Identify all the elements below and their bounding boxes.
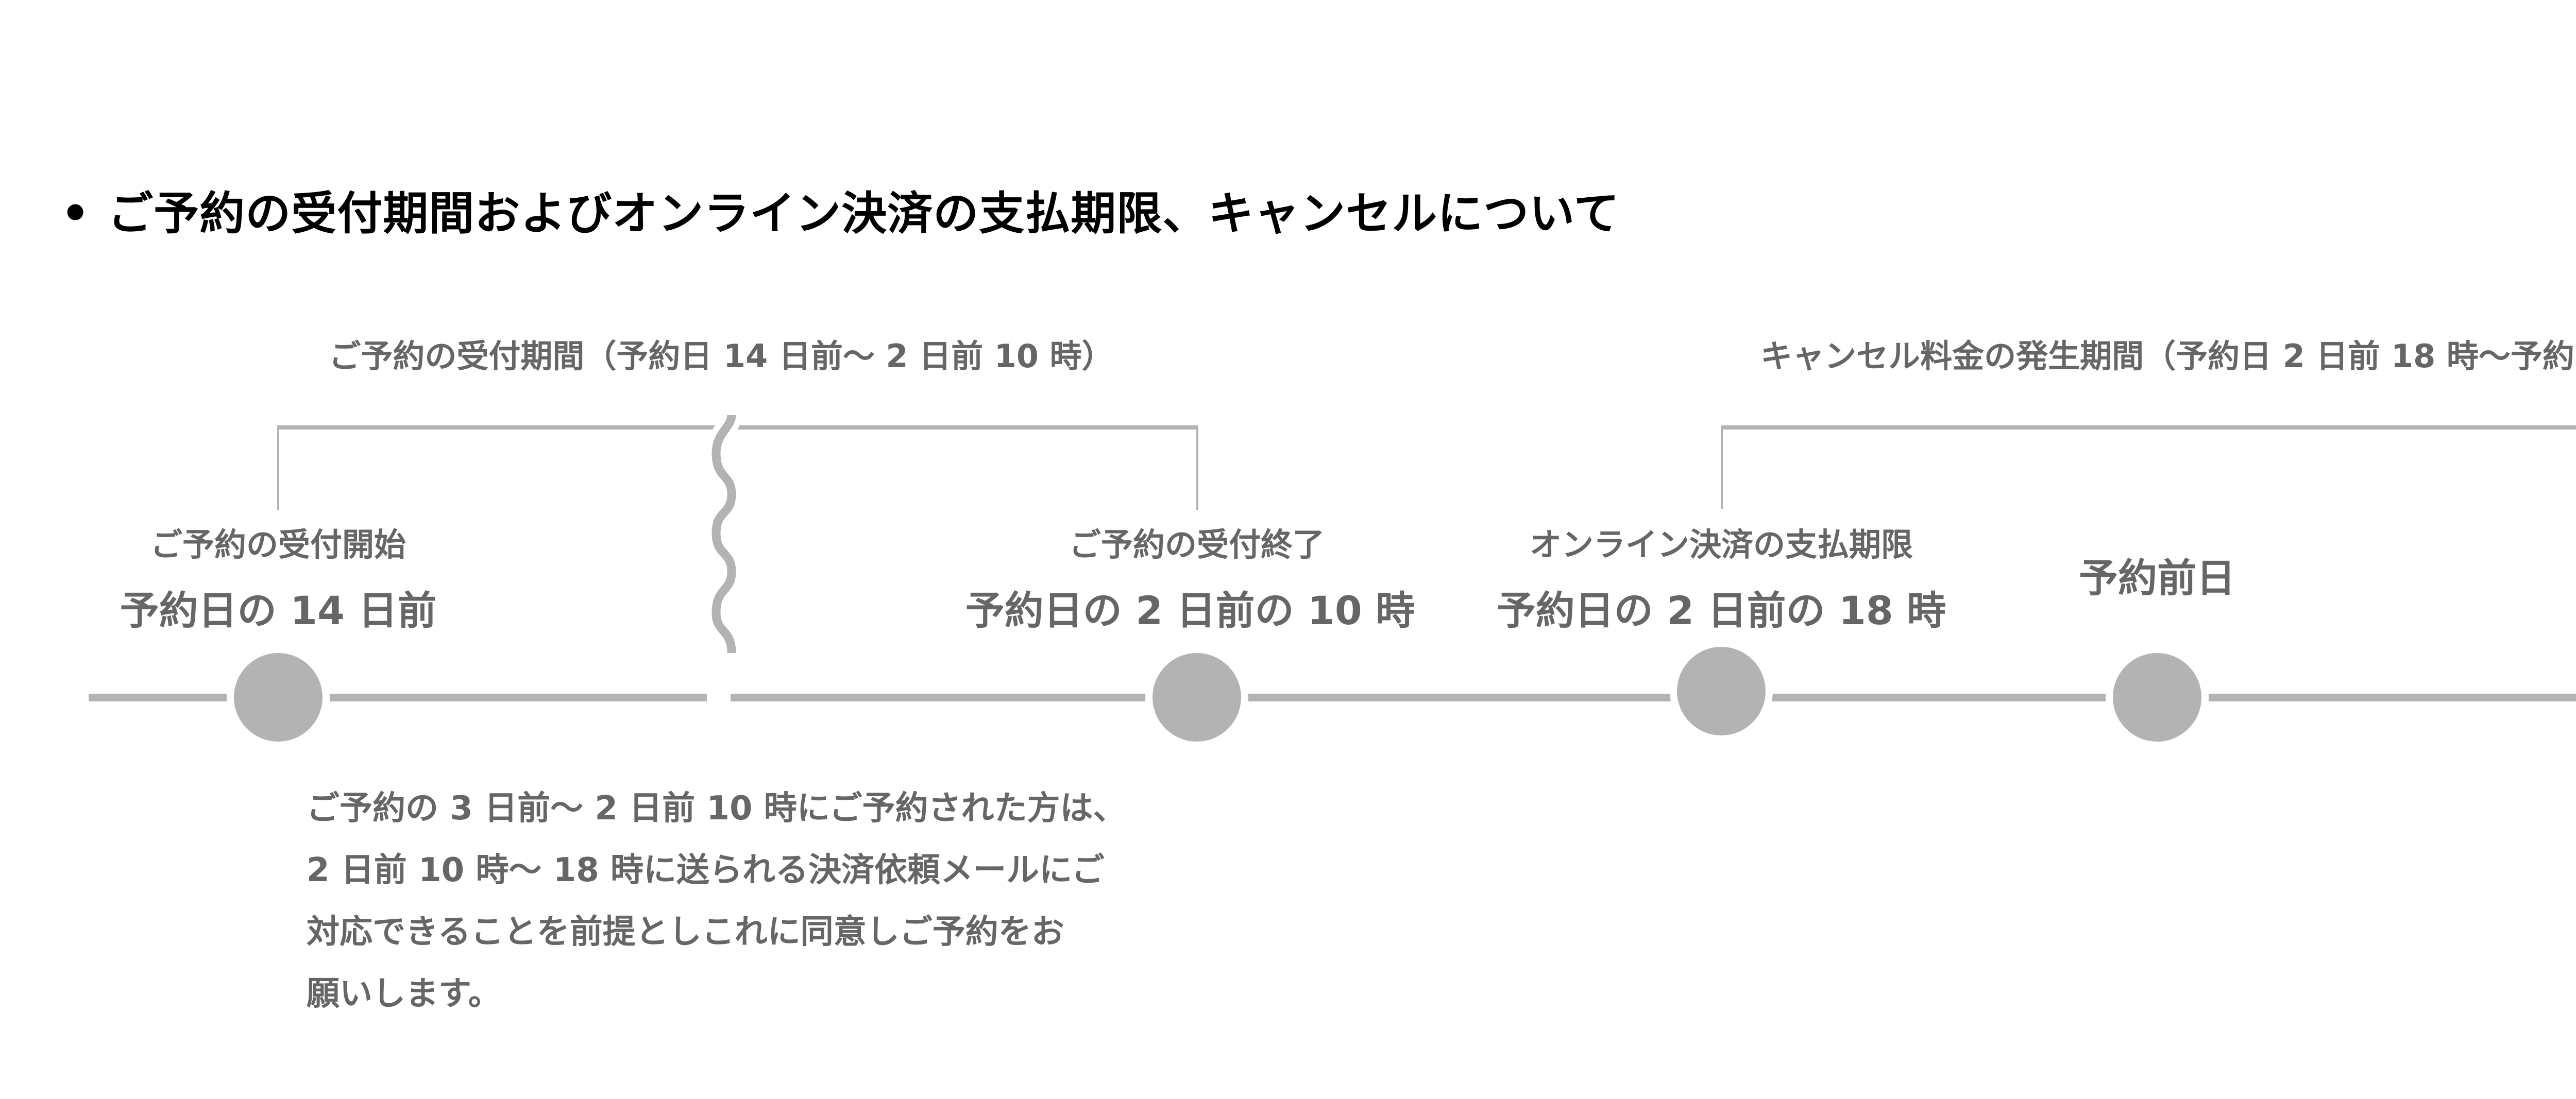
note-line: ご予約の 3 日前〜 2 日前 10 時にご予約された方は、 bbox=[307, 789, 1126, 828]
cancellation-period-bracket bbox=[1721, 425, 2576, 509]
event-dot-reservation-end bbox=[1153, 653, 1241, 742]
event-dot-reservation-start bbox=[234, 653, 323, 742]
event-label-reservation-start: 予約日の 14 日前 bbox=[120, 588, 437, 633]
reservation-period-label: ご予約の受付期間（予約日 14 日前〜 2 日前 10 時） bbox=[329, 337, 1114, 375]
event-label-day-before: 予約前日 bbox=[2079, 555, 2235, 601]
section-title: • ご予約の受付期間およびオンライン決済の支払期限、キャンセルについて bbox=[61, 185, 1620, 242]
bracket-top-bar bbox=[1721, 425, 2576, 430]
note-line: 願いします。 bbox=[307, 975, 501, 1013]
reservation-note: ご予約の 3 日前〜 2 日前 10 時にご予約された方は、 2 日前 10 時… bbox=[307, 778, 1182, 1025]
event-caption-reservation-end: ご予約の受付終了 bbox=[1069, 526, 1325, 563]
note-line: 2 日前 10 時〜 18 時に送られる決済依頼メールにご bbox=[307, 851, 1105, 889]
event-dot-day-before bbox=[2113, 653, 2201, 742]
timeline-line-right bbox=[731, 694, 2576, 701]
cancellation-period-label: キャンセル料金の発生期間（予約日 2 日前 18 時〜予約当日） bbox=[1760, 337, 2576, 375]
event-caption-reservation-start: ご予約の受付開始 bbox=[150, 526, 406, 563]
bullet-icon: • bbox=[61, 187, 91, 240]
timeline-line-left bbox=[89, 694, 707, 701]
note-line: 対応できることを前提としこれに同意しご予約をお bbox=[307, 913, 1064, 951]
event-label-reservation-end: 予約日の 2 日前の 10 時 bbox=[965, 588, 1415, 633]
event-label-payment-deadline: 予約日の 2 日前の 18 時 bbox=[1496, 588, 1946, 633]
event-dot-payment-deadline bbox=[1677, 647, 1766, 735]
section-title-text: ご予約の受付期間およびオンライン決済の支払期限、キャンセルについて bbox=[108, 187, 1620, 240]
timeline-break-icon bbox=[705, 414, 742, 654]
event-caption-payment-deadline: オンライン決済の支払期限 bbox=[1529, 526, 1913, 563]
